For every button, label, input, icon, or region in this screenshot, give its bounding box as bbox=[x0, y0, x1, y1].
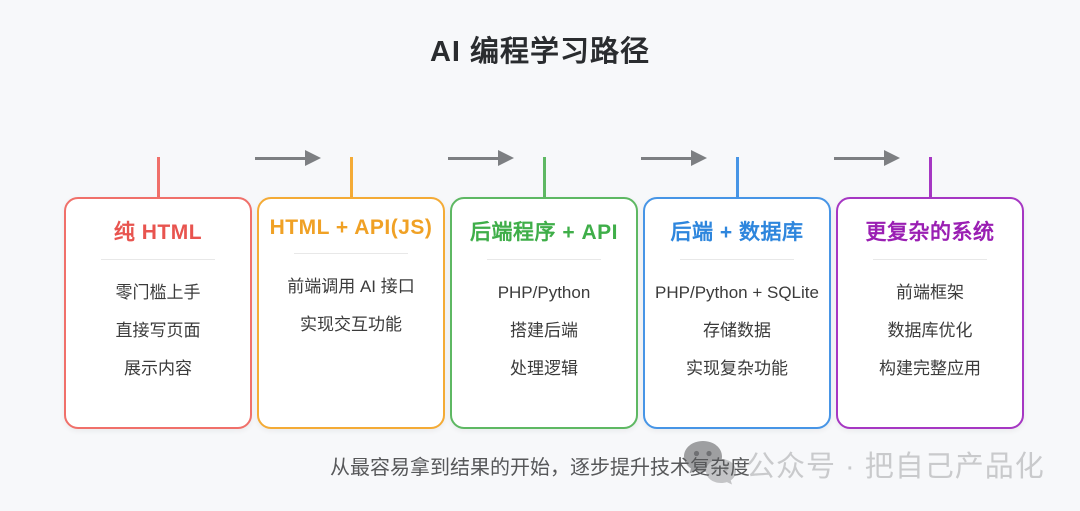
divider bbox=[101, 259, 215, 260]
step-item: 前端框架 bbox=[896, 283, 964, 302]
step-cards-row: 纯 HTML 零门槛上手 直接写页面 展示内容 HTML + API(JS) 前… bbox=[64, 197, 1024, 429]
divider bbox=[873, 259, 987, 260]
arrow-head bbox=[498, 150, 514, 166]
caption: 从最容易拿到结果的开始，逐步提升技术复杂度 bbox=[330, 457, 750, 479]
step-item: 零门槛上手 bbox=[115, 283, 201, 302]
step-item: 处理逻辑 bbox=[510, 359, 578, 378]
card-stem-connector bbox=[157, 157, 160, 199]
step-item: 展示内容 bbox=[124, 359, 192, 378]
step-item: 搭建后端 bbox=[510, 321, 578, 340]
arrow-line bbox=[255, 156, 305, 160]
divider bbox=[294, 253, 408, 254]
step-item: 实现复杂功能 bbox=[686, 359, 788, 378]
arrow-line bbox=[834, 156, 884, 160]
step-item: 前端调用 AI 接口 bbox=[287, 277, 415, 296]
step-item: PHP/Python + SQLite bbox=[655, 283, 819, 302]
step-item: 存储数据 bbox=[703, 321, 771, 340]
step-card-complex-system: 更复杂的系统 前端框架 数据库优化 构建完整应用 bbox=[836, 197, 1024, 429]
arrow-line bbox=[641, 156, 691, 160]
card-stem-connector bbox=[543, 157, 546, 199]
step-title: HTML + API(JS) bbox=[269, 216, 433, 239]
step-item: 构建完整应用 bbox=[879, 359, 981, 378]
watermark-text: 公众号 · 把自己产品化 bbox=[746, 451, 1045, 483]
page-title: AI 编程学习路径 bbox=[429, 36, 651, 68]
card-stem-connector bbox=[350, 157, 353, 199]
step-card-backend-api: 后端程序 + API PHP/Python 搭建后端 处理逻辑 bbox=[450, 197, 638, 429]
card-stem-connector bbox=[929, 157, 932, 199]
step-item-list: 零门槛上手 直接写页面 展示内容 bbox=[66, 282, 250, 379]
card-stem-connector bbox=[736, 157, 739, 199]
divider bbox=[487, 259, 601, 260]
step-title: 纯 HTML bbox=[113, 221, 203, 244]
step-item-list: 前端调用 AI 接口 实现交互功能 bbox=[259, 276, 443, 335]
flow-arrow-icon bbox=[834, 150, 900, 166]
step-title: 后端 + 数据库 bbox=[670, 221, 804, 244]
flow-arrow-icon bbox=[641, 150, 707, 166]
step-card-pure-html: 纯 HTML 零门槛上手 直接写页面 展示内容 bbox=[64, 197, 252, 429]
flow-arrow-icon bbox=[448, 150, 514, 166]
step-item: 实现交互功能 bbox=[300, 315, 402, 334]
divider bbox=[680, 259, 794, 260]
step-item: PHP/Python bbox=[497, 283, 591, 302]
wechat-icon bbox=[684, 441, 736, 485]
step-title: 后端程序 + API bbox=[470, 221, 618, 244]
arrow-head bbox=[691, 150, 707, 166]
arrow-head bbox=[884, 150, 900, 166]
step-item: 数据库优化 bbox=[887, 321, 973, 340]
watermark: 公众号 · 把自己产品化 bbox=[681, 437, 1045, 491]
step-card-backend-database: 后端 + 数据库 PHP/Python + SQLite 存储数据 实现复杂功能 bbox=[643, 197, 831, 429]
step-card-html-api-js: HTML + API(JS) 前端调用 AI 接口 实现交互功能 bbox=[257, 197, 445, 429]
step-item: 直接写页面 bbox=[115, 321, 201, 340]
step-item-list: 前端框架 数据库优化 构建完整应用 bbox=[838, 282, 1022, 379]
step-item-list: PHP/Python + SQLite 存储数据 实现复杂功能 bbox=[645, 282, 829, 379]
arrow-line bbox=[448, 156, 498, 160]
step-item-list: PHP/Python 搭建后端 处理逻辑 bbox=[452, 282, 636, 379]
flow-arrow-icon bbox=[255, 150, 321, 166]
step-title: 更复杂的系统 bbox=[865, 221, 995, 244]
arrow-head bbox=[305, 150, 321, 166]
